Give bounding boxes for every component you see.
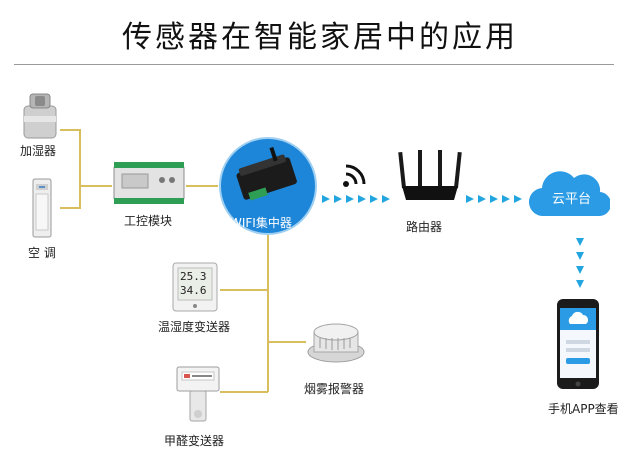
router-label: 路由器	[406, 220, 443, 234]
humidifier-image	[22, 92, 58, 140]
title-divider	[14, 64, 614, 65]
diagram-title: 传感器在智能家居中的应用	[122, 20, 518, 55]
router-image	[398, 150, 462, 206]
wifi-hub-label: WIFI集中器	[230, 216, 292, 230]
control-module-image	[112, 160, 186, 206]
cloud-platform-label: 云平台	[552, 192, 592, 207]
arrows-hub-to-router	[322, 190, 392, 209]
smoke-alarm-label: 烟雾报警器	[304, 382, 365, 396]
phone-image	[556, 298, 600, 390]
control-module-label: 工控模块	[124, 214, 173, 228]
arrows-router-to-cloud	[466, 190, 526, 209]
cloud-platform-node	[528, 168, 612, 220]
smoke-alarm-image	[306, 318, 366, 364]
formaldehyde-sensor-label: 甲醛变送器	[164, 434, 225, 448]
thermo-temp-readout: 25.3	[180, 270, 207, 283]
thermo-sensor-image: 25.3 34.6	[172, 262, 218, 312]
air-conditioner-label: 空 调	[28, 246, 56, 260]
arrows-cloud-to-phone	[574, 238, 586, 294]
wifi-hub-node	[218, 136, 318, 236]
air-conditioner-image	[32, 178, 52, 238]
wifi-signal-icon	[340, 160, 370, 190]
thermo-humidity-readout: 34.6	[180, 284, 207, 297]
humidifier-label: 加湿器	[20, 144, 57, 158]
formaldehyde-sensor-image	[176, 366, 220, 426]
thermo-sensor-label: 温湿度变送器	[158, 320, 231, 334]
phone-app-label: 手机APP查看	[548, 402, 619, 416]
